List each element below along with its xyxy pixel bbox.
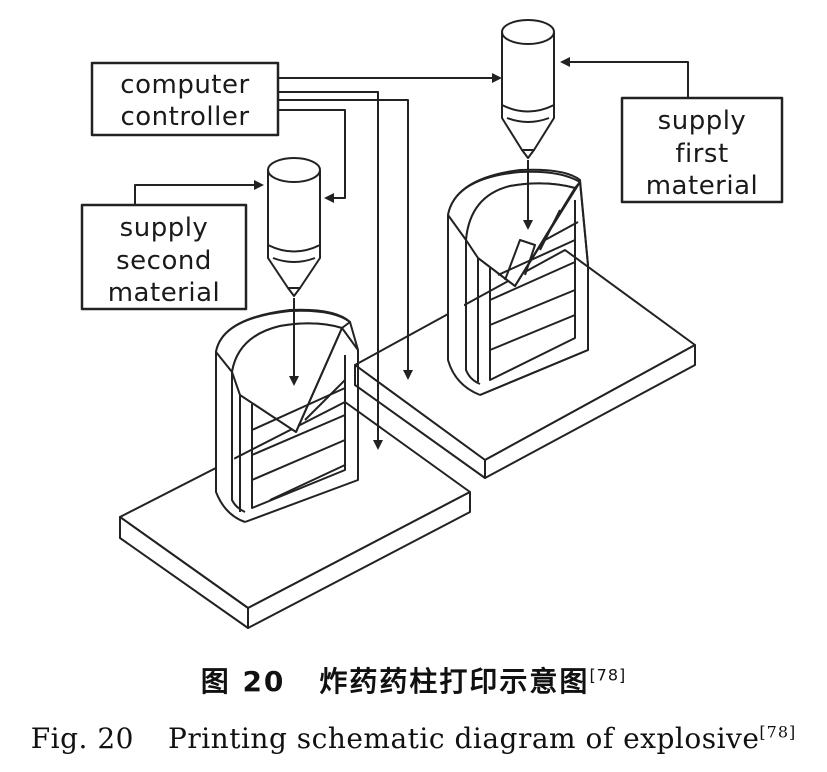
supply-second-label-2: second <box>116 246 212 276</box>
supply-first-label-2: first <box>675 139 728 169</box>
left-build-platform <box>119 401 471 629</box>
figure-number-en: Fig. 20 <box>30 722 134 755</box>
printing-schematic-diagram: computer controller supply first materia… <box>80 19 784 629</box>
supply-first-label-1: supply <box>658 106 747 136</box>
right-print-head <box>501 19 555 159</box>
left-explosive-charge <box>215 308 359 523</box>
computer-controller-label-2: controller <box>120 102 249 132</box>
supply-second-material-box <box>80 203 248 311</box>
right-explosive-charge <box>447 168 589 396</box>
supply-second-label-1: supply <box>120 213 209 243</box>
figure-number-cn: 图 20 <box>200 665 286 698</box>
left-print-head <box>267 157 321 297</box>
reference-en: [78] <box>759 722 797 742</box>
supply-first-material-box <box>620 96 784 204</box>
figure-caption-chinese: 图 20 炸药药柱打印示意图[78] <box>0 660 827 700</box>
supply-first-label-3: material <box>646 171 759 201</box>
figure-caption-english: Fig. 20 Printing schematic diagram of exp… <box>0 722 827 755</box>
reference-cn: [78] <box>589 665 627 685</box>
right-build-platform <box>354 249 696 479</box>
controller-wiring <box>134 57 689 450</box>
computer-controller-label-1: computer <box>120 70 249 100</box>
figure-title-cn: 炸药药柱打印示意图 <box>319 665 590 698</box>
supply-second-label-3: material <box>108 278 221 308</box>
figure-title-en: Printing schematic diagram of explosive <box>167 722 760 755</box>
computer-controller-box <box>90 61 280 137</box>
